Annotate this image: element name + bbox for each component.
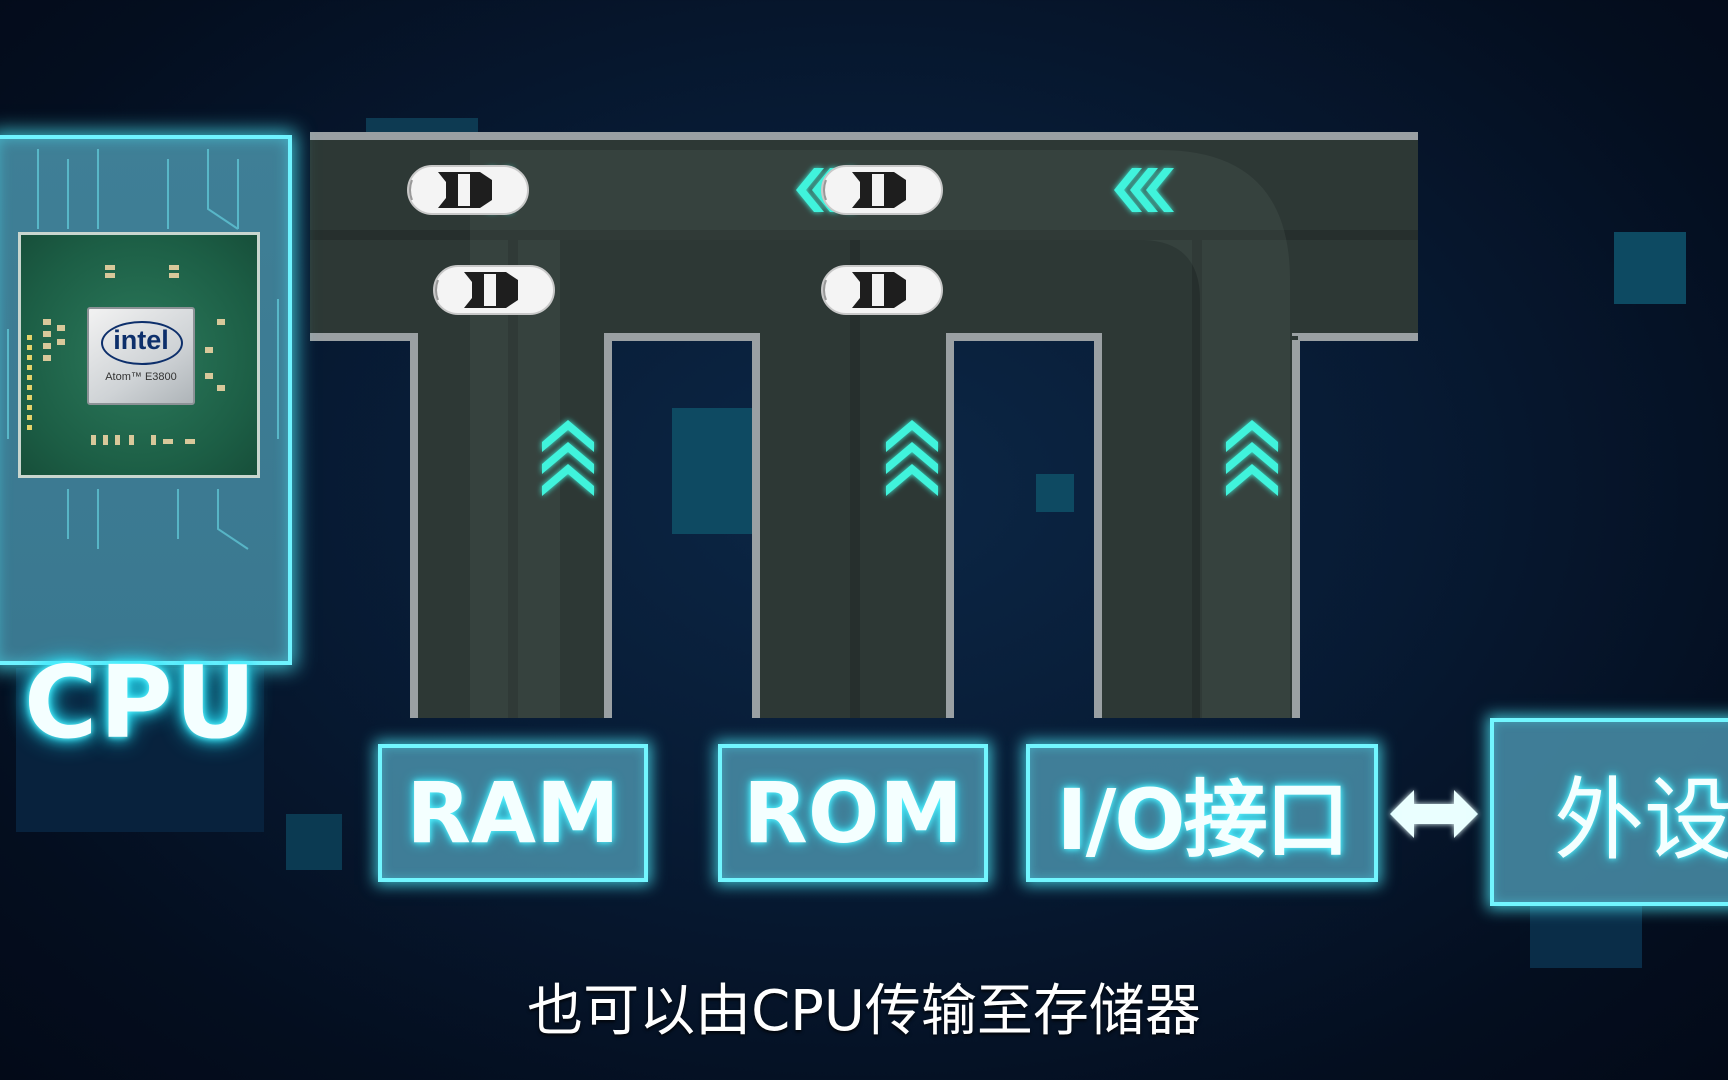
chip-components [27, 265, 225, 445]
bg-square [1614, 232, 1686, 304]
bg-square [1036, 474, 1074, 512]
branch-road-io [1094, 240, 1300, 718]
rom-box: ROM [718, 744, 988, 882]
cpu-chip: intel Atom™ E3800 [18, 232, 260, 478]
car-icon [407, 165, 529, 215]
double-headed-arrow-icon [1390, 790, 1478, 838]
chip-die: intel Atom™ E3800 [87, 307, 195, 405]
car-icon [821, 165, 943, 215]
car-icon [433, 265, 555, 315]
chip-model: Atom™ E3800 [105, 371, 177, 383]
bg-square [672, 408, 752, 534]
peripheral-box: 外设 [1490, 718, 1728, 906]
chip-brand-logo: intel [113, 325, 169, 355]
io-interface-box: I/O接口 [1026, 744, 1378, 882]
ram-box: RAM [378, 744, 648, 882]
bg-square [16, 668, 264, 832]
bg-square [286, 814, 342, 870]
intel-logo-ring [101, 321, 183, 365]
cpu-label: CPU [24, 644, 258, 761]
circuit-traces [7, 149, 279, 550]
subtitle-caption: 也可以由CPU传输至存储器 [527, 979, 1201, 1044]
branch-road-rom [752, 240, 954, 718]
bg-square [1530, 906, 1642, 968]
branch-road-ram [410, 240, 612, 718]
car-icon [821, 265, 943, 315]
